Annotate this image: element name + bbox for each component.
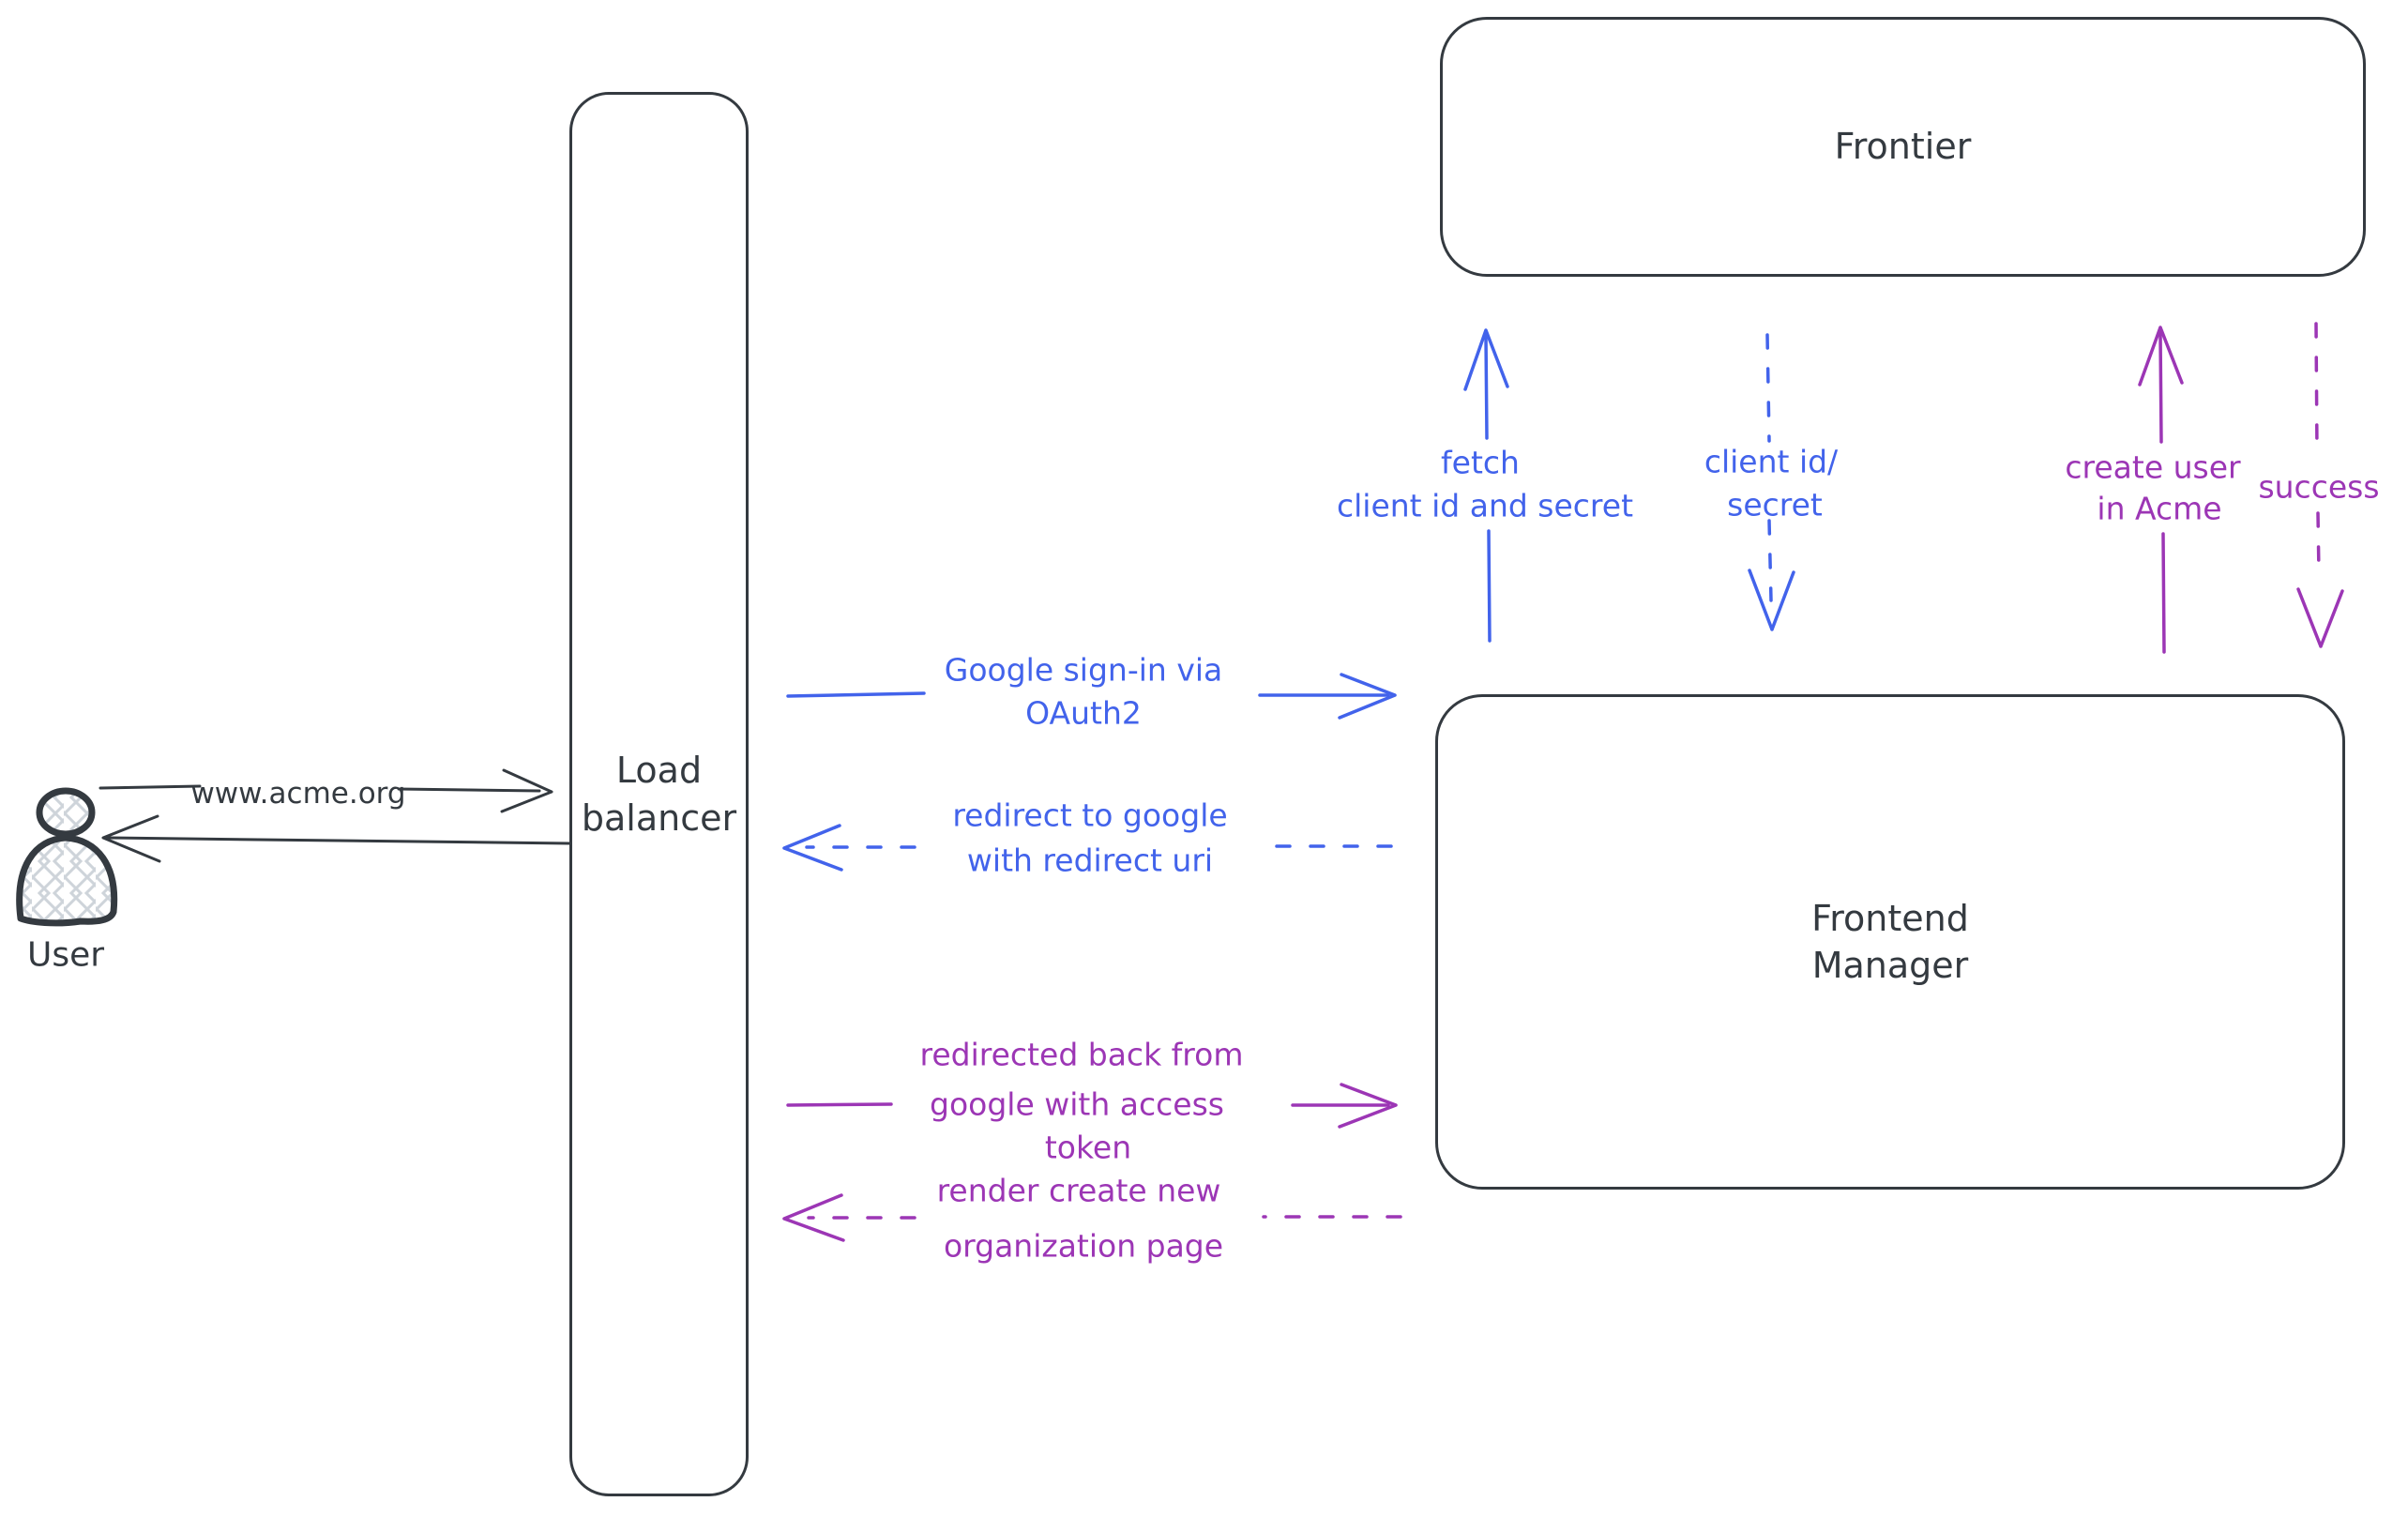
arrow-return-to-user <box>101 814 571 863</box>
arrow-create-user <box>2138 326 2184 654</box>
edge-label-redirected-back-1: redirected back from <box>919 1036 1244 1073</box>
arrow-google-sign-in <box>786 673 1397 720</box>
edge-label-fetch-1: fetch <box>1441 444 1520 481</box>
edge-label-redirect-google-1: redirect to google <box>952 796 1228 834</box>
arrow-fetch-client-id <box>1463 328 1509 643</box>
user-label: User <box>26 935 105 975</box>
arrow-redirected-back <box>786 1083 1398 1129</box>
edge-label-success: success <box>2258 468 2380 506</box>
node-load-balancer: Load balancer <box>569 92 749 1496</box>
edge-label-create-user-1: create user <box>2065 448 2241 486</box>
edge-label-google-signin-1: Google sign-in via <box>944 651 1223 689</box>
edge-label-render-page-2: organization page <box>943 1227 1224 1265</box>
load-balancer-label: Load balancer <box>582 747 736 841</box>
frontend-manager-label-line2: Manager <box>1811 945 1969 986</box>
frontend-manager-label: Frontend Manager <box>1811 895 1969 989</box>
edge-label-google-signin-2: OAuth2 <box>1025 694 1142 732</box>
load-balancer-label-line1: Load <box>615 750 703 792</box>
arrow-render-page <box>782 1193 1402 1242</box>
edge-label-redirected-back-2: google with access <box>930 1085 1224 1123</box>
edge-label-client-id-2: secret <box>1727 486 1823 523</box>
frontend-manager-label-line1: Frontend <box>1811 897 1969 939</box>
edge-label-fetch-2: client id and secret <box>1336 487 1634 524</box>
node-frontend-manager: Frontend Manager <box>1435 694 2345 1190</box>
edge-label-redirected-back-3: token <box>1044 1129 1132 1166</box>
edge-label-render-page-1: render create new <box>936 1172 1221 1209</box>
arrow-success <box>2296 322 2344 648</box>
edge-label-client-id-1: client id/ <box>1704 443 1839 480</box>
edge-label-www-acme: www.acme.org <box>190 777 406 811</box>
edge-label-redirect-google-2: with redirect uri <box>966 842 1214 879</box>
frontier-label: Frontier <box>1834 126 1972 168</box>
arrow-client-id-secret <box>1748 333 1795 631</box>
load-balancer-label-line2: balancer <box>581 796 737 839</box>
arrow-www-acme-org <box>98 768 553 813</box>
node-frontier: Frontier <box>1440 17 2366 277</box>
user-icon <box>16 787 118 927</box>
arrow-redirect-to-google <box>782 824 1393 872</box>
edge-label-create-user-2: in Acme <box>2097 490 2222 527</box>
